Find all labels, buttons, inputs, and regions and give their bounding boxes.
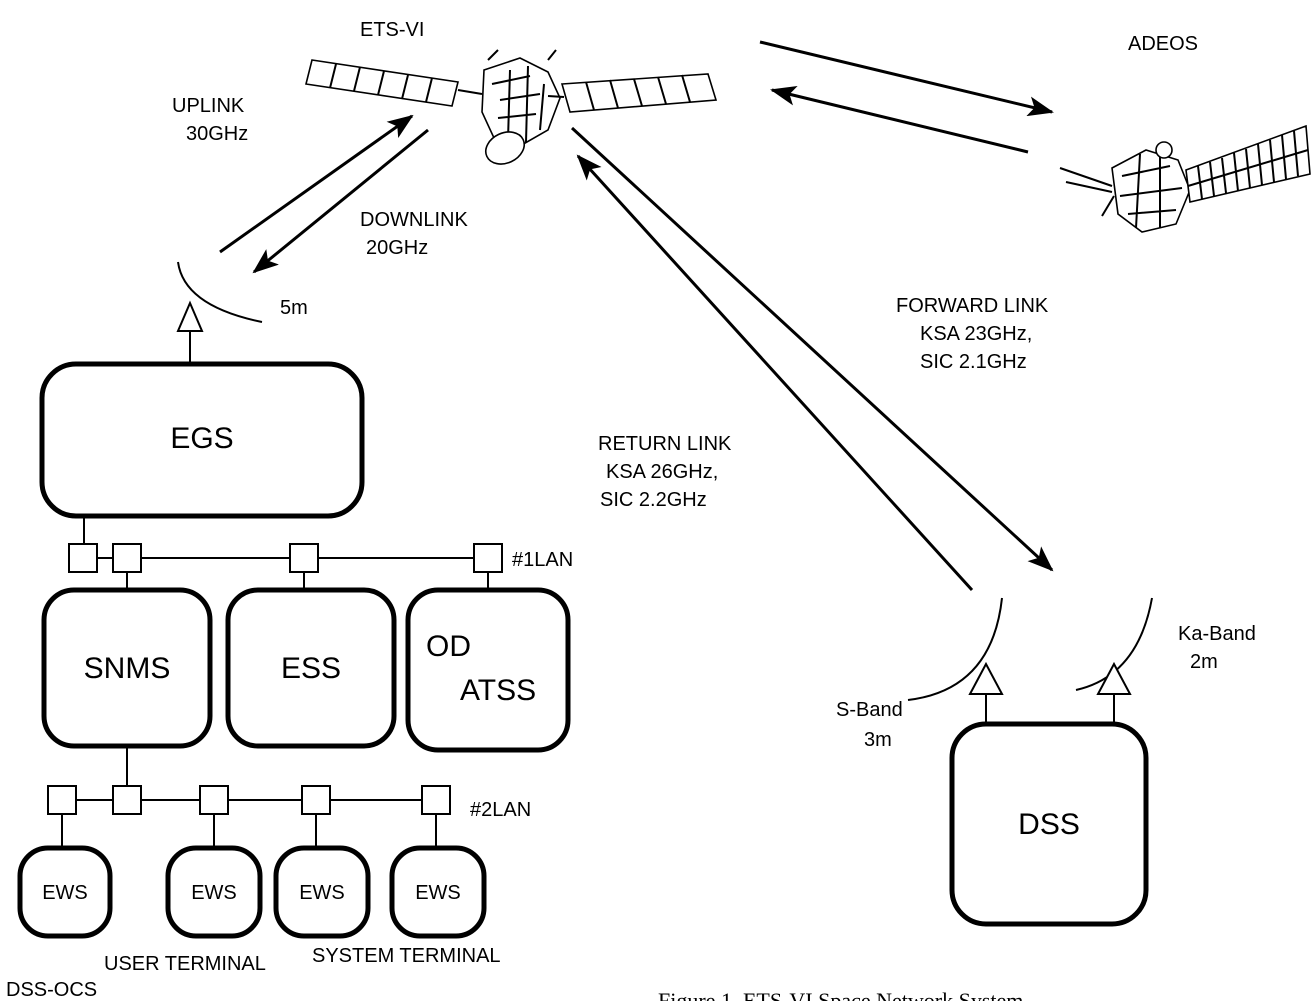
ka-band-antenna bbox=[1075, 597, 1153, 724]
uplink-arrow bbox=[219, 114, 414, 254]
downlink-arrow bbox=[252, 128, 429, 274]
lan2-node bbox=[47, 785, 77, 815]
egs-label: EGS bbox=[170, 422, 233, 455]
adeos-to-ets-arrow bbox=[770, 85, 1029, 154]
dss-ocs-label: DSS-OCS bbox=[6, 979, 97, 1001]
lan1-node bbox=[68, 543, 98, 573]
downlink-title: DOWNLINK bbox=[360, 209, 468, 231]
return-link-arrow bbox=[576, 154, 974, 592]
ets-left-solar-panel bbox=[305, 59, 483, 107]
ets-antenna-dish bbox=[484, 131, 526, 165]
lan1-node bbox=[112, 543, 142, 573]
od-atss-box bbox=[405, 587, 571, 753]
ka-band-label: Ka-Band bbox=[1178, 623, 1256, 645]
atss-label: ATSS bbox=[460, 674, 536, 707]
ets-vi-label: ETS-VI bbox=[360, 19, 424, 41]
ews-box bbox=[17, 845, 113, 939]
return-link-sic: SIC 2.2GHz bbox=[600, 489, 707, 511]
lan2-node bbox=[112, 785, 142, 815]
adeos-label: ADEOS bbox=[1128, 33, 1198, 55]
lan2-node bbox=[199, 785, 229, 815]
return-link-ksa: KSA 26GHz, bbox=[606, 461, 718, 483]
s-band-label: S-Band bbox=[836, 699, 903, 721]
uplink-frequency: 30GHz bbox=[186, 123, 248, 145]
s-band-antenna bbox=[907, 597, 1004, 724]
ews-box bbox=[273, 845, 371, 939]
lan1-node bbox=[473, 543, 503, 573]
od-label: OD bbox=[426, 630, 471, 663]
forward-link-title: FORWARD LINK bbox=[896, 295, 1049, 317]
lan2-node bbox=[301, 785, 331, 815]
lan1-node bbox=[289, 543, 319, 573]
ews-label: EWS bbox=[415, 882, 461, 904]
adeos-satellite bbox=[1059, 124, 1311, 233]
ets-right-solar-panel bbox=[547, 73, 718, 113]
dss-label: DSS bbox=[1018, 808, 1080, 841]
s-band-size: 3m bbox=[864, 729, 892, 751]
s-band-dish bbox=[907, 597, 1003, 701]
uplink-title: UPLINK bbox=[172, 95, 245, 117]
ews-box bbox=[165, 845, 263, 939]
egs-box bbox=[39, 361, 365, 519]
user-terminal-label: USER TERMINAL bbox=[104, 953, 266, 975]
lan2-node bbox=[421, 785, 451, 815]
return-link-title: RETURN LINK bbox=[598, 433, 732, 455]
ess-label: ESS bbox=[281, 652, 341, 685]
ka-band-size: 2m bbox=[1190, 651, 1218, 673]
lan2-bus bbox=[47, 746, 451, 848]
egs-feed-icon bbox=[176, 300, 204, 332]
figure-caption: Figure 1. ETS-VI Space Network System bbox=[658, 988, 1023, 1001]
ka-band-dish bbox=[1075, 597, 1153, 691]
ets-vi-satellite bbox=[305, 49, 718, 165]
snms-label: SNMS bbox=[84, 652, 171, 685]
ews-label: EWS bbox=[42, 882, 88, 904]
downlink-frequency: 20GHz bbox=[366, 237, 428, 259]
adeos-antenna-icon bbox=[1155, 141, 1173, 159]
ews-box bbox=[389, 845, 487, 939]
lan1-bus bbox=[68, 516, 503, 590]
ews-label: EWS bbox=[299, 882, 345, 904]
dss-box bbox=[949, 721, 1149, 927]
forward-link-sic: SIC 2.1GHz bbox=[920, 351, 1027, 373]
forward-link-ksa: KSA 23GHz, bbox=[920, 323, 1032, 345]
egs-dish bbox=[177, 261, 263, 323]
egs-antenna-size: 5m bbox=[280, 297, 308, 319]
egs-antenna bbox=[176, 261, 263, 364]
ets-bus bbox=[481, 49, 561, 165]
ess-box bbox=[225, 587, 397, 749]
ews-label: EWS bbox=[191, 882, 237, 904]
adeos-solar-panel bbox=[1185, 124, 1311, 203]
lan2-label: #2LAN bbox=[470, 799, 531, 821]
forward-link-arrow bbox=[570, 126, 1054, 572]
system-terminal-label: SYSTEM TERMINAL bbox=[312, 945, 501, 967]
lan1-label: #1LAN bbox=[512, 549, 573, 571]
ets-to-adeos-arrow bbox=[759, 40, 1054, 117]
